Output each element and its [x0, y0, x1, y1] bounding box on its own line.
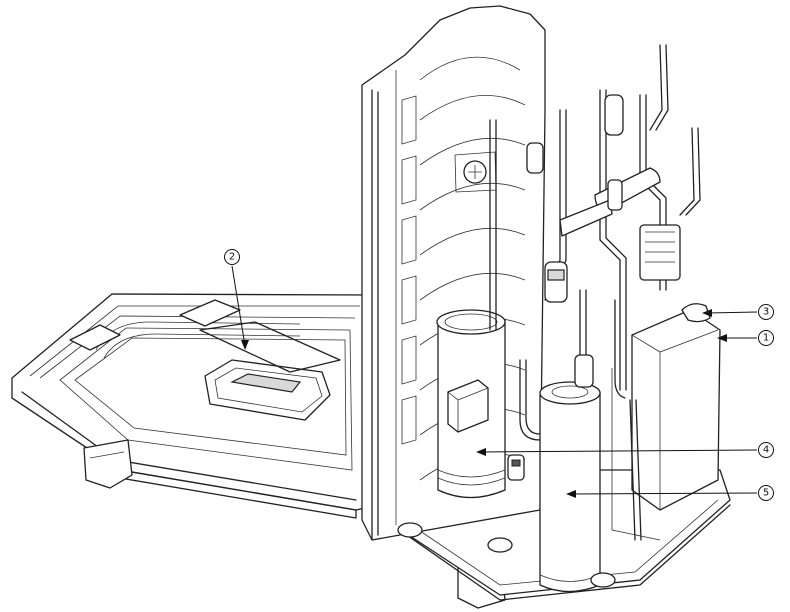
callout-2-label: 2 — [229, 252, 235, 263]
callout-5: 5 — [758, 485, 774, 501]
base-pan — [11, 293, 506, 609]
compressor — [436, 309, 506, 499]
callout-5-label: 5 — [763, 488, 769, 499]
callout-1: 1 — [758, 330, 774, 346]
callout-4-label: 4 — [763, 445, 769, 456]
refrigerant-piping — [397, 44, 711, 588]
leader-lines — [231, 265, 758, 498]
callout-3-label: 3 — [763, 307, 769, 318]
callout-1-label: 1 — [763, 333, 769, 344]
callout-3: 3 — [758, 304, 774, 320]
accumulator — [539, 381, 601, 593]
callout-4: 4 — [758, 442, 774, 458]
callout-2: 2 — [224, 249, 240, 265]
